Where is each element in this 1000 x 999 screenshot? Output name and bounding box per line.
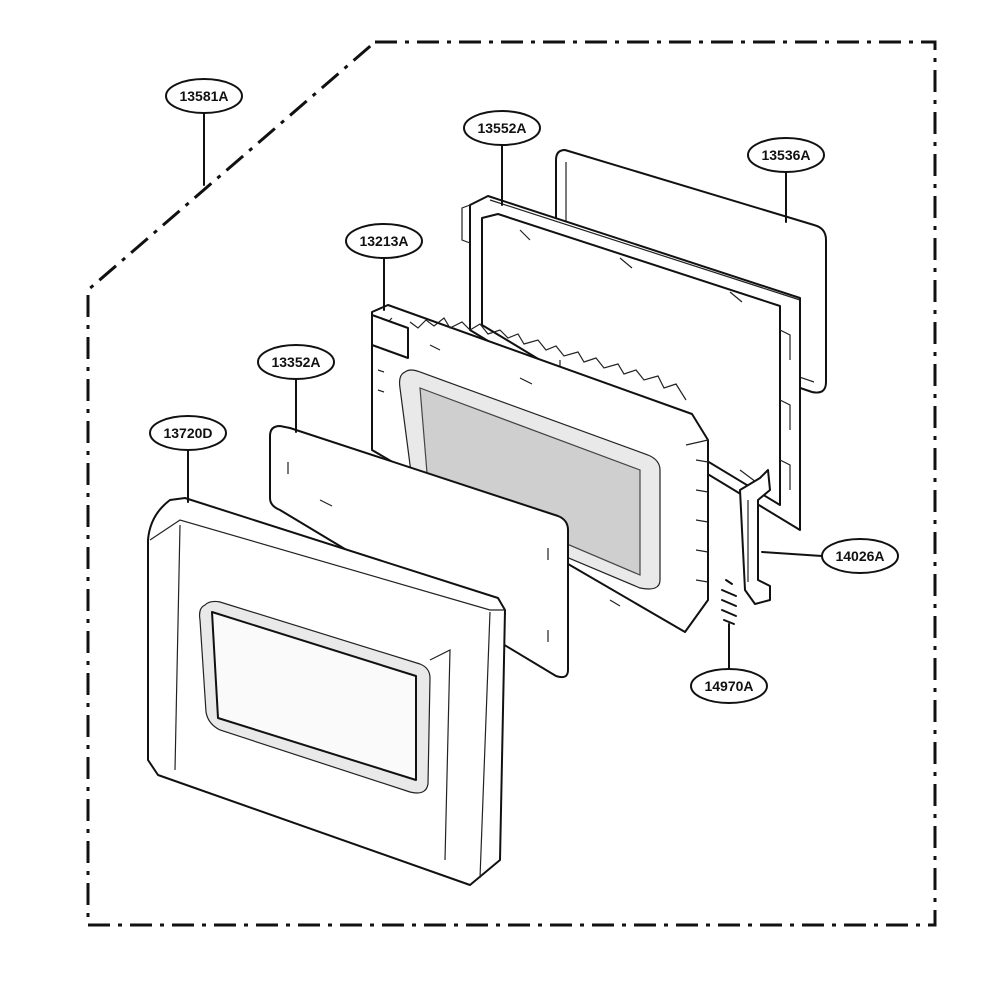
- callout-13552A: 13552A: [463, 110, 541, 146]
- callout-13536A: 13536A: [747, 137, 825, 173]
- spring-part: [721, 579, 737, 625]
- latch-part: [739, 469, 771, 605]
- leader-line-14026A: [761, 551, 823, 557]
- assembly-boundary: [86, 40, 937, 927]
- part-label: 13213A: [359, 233, 408, 249]
- door-inner-part: [371, 304, 709, 633]
- part-label: 14970A: [704, 678, 753, 694]
- callout-13352A: 13352A: [257, 344, 335, 380]
- callout-14970A: 14970A: [690, 668, 768, 704]
- frame-part: [461, 195, 801, 531]
- part-label: 13720D: [163, 425, 212, 441]
- part-label: 13352A: [271, 354, 320, 370]
- part-label: 13552A: [477, 120, 526, 136]
- callout-13581A: 13581A: [165, 78, 243, 114]
- part-label: 13581A: [179, 88, 228, 104]
- door-frame-part: [147, 497, 506, 886]
- part-label: 13536A: [761, 147, 810, 163]
- part-label: 14026A: [835, 548, 884, 564]
- callout-13213A: 13213A: [345, 223, 423, 259]
- callout-13720D: 13720D: [149, 415, 227, 451]
- callout-14026A: 14026A: [821, 538, 899, 574]
